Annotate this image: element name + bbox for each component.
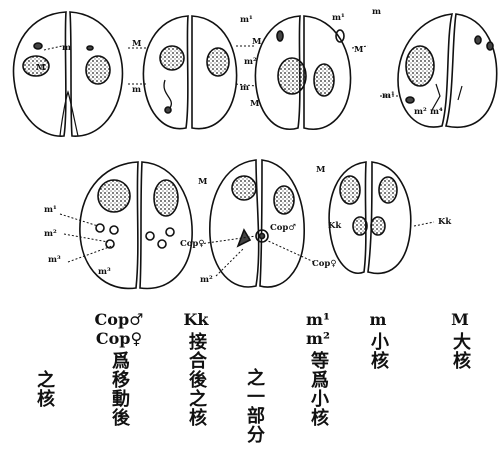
legend-m1-symbol: m¹ [296, 310, 340, 329]
label-Kk: Kk [438, 217, 452, 227]
stage-5-cell-pair [80, 162, 192, 289]
label-cop-female: Cop♀ [312, 259, 337, 269]
label-m2: m² [44, 229, 57, 239]
label-M: M [36, 63, 46, 73]
legend-m2-symbol: m² [296, 329, 340, 348]
legend-cop-male-symbol: Cop♂ [84, 310, 154, 329]
label-M: M [354, 45, 364, 55]
conjugation-diagram: m M M m m¹ M m² m M m¹ M m m¹ m² m⁴ m¹ m… [0, 0, 502, 300]
label-m3: m³ [48, 255, 61, 265]
label-cop-female: Cop♀ [180, 239, 205, 249]
legend-Kk-symbol: Kk [174, 310, 218, 329]
label-m: m [372, 7, 381, 17]
label-m2: m² [200, 275, 213, 285]
label-m: m [62, 43, 71, 53]
stage-1-cell-pair [13, 12, 122, 136]
label-M: M [198, 177, 208, 187]
stage-3-cell-pair [255, 16, 350, 129]
label-m4: m⁴ [430, 107, 443, 117]
legend-m-symbol: m [356, 310, 400, 329]
stage-7-cell-pair [329, 162, 411, 273]
legend-m-text: 小核 [365, 332, 391, 370]
label-M: M [250, 99, 260, 109]
legend-m: m 小核 [356, 310, 400, 370]
legend-M: M 大核 [438, 310, 482, 370]
legend-end-text: 之核 [34, 370, 54, 408]
legend-M-symbol: M [438, 310, 482, 329]
legend-Kk: Kk 接合後之核 [174, 310, 218, 427]
legend-cop-text: 爲移動後 [106, 351, 132, 427]
legend-m1-m2: m¹ m² 等爲小核 [296, 310, 340, 427]
label-M: M [252, 37, 262, 47]
label-M: M [132, 39, 142, 49]
stage-4-cell-pair [398, 14, 497, 127]
label-m1: m¹ [332, 13, 345, 23]
label-m2: m² [244, 57, 257, 67]
label-m1: m¹ [44, 205, 57, 215]
label-m1: m¹ [382, 91, 395, 101]
label-m2: m² [414, 107, 427, 117]
label-m3: m³ [98, 267, 111, 277]
label-m: m [240, 83, 249, 93]
legend-part-text: 之一部分 [244, 368, 264, 444]
legend-M-text: 大核 [447, 332, 473, 370]
legend-cop: Cop♂ Cop♀ 爲移動後 [84, 310, 154, 427]
legend-Kk-text: 接合後之核 [183, 332, 209, 427]
label-cop-male: Cop♂ [270, 223, 296, 233]
stage-2-cell-pair [143, 16, 236, 129]
label-m1: m¹ [240, 15, 253, 25]
legend-m1-m2-text: 等爲小核 [305, 351, 331, 427]
label-M: M [316, 165, 326, 175]
label-Kk: Kk [328, 221, 342, 231]
label-m: m [132, 85, 141, 95]
legend-cop-female-symbol: Cop♀ [84, 329, 154, 348]
